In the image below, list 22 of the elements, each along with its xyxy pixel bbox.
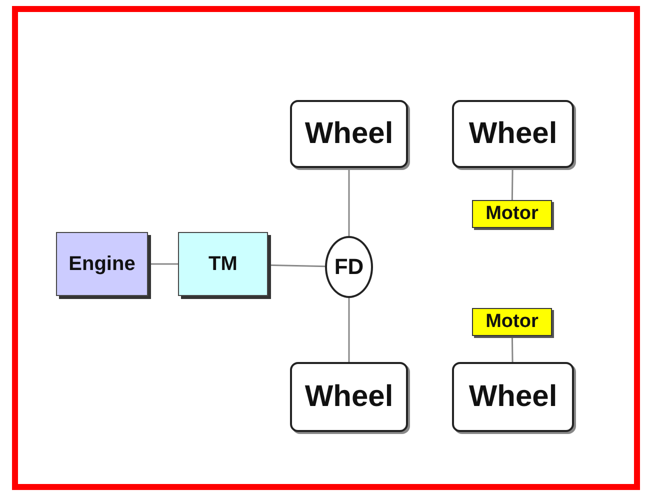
component-box <box>452 362 574 432</box>
connector-line <box>348 168 350 236</box>
component-box <box>290 100 408 168</box>
component-box <box>178 232 268 296</box>
component-box <box>290 362 408 432</box>
component-label: Wheel <box>468 380 558 414</box>
connector-line <box>348 298 350 362</box>
component-box <box>452 100 574 168</box>
component-label: FD <box>334 254 364 280</box>
component-label: Wheel <box>304 117 394 151</box>
connector-line <box>511 168 514 200</box>
component-box <box>472 200 552 228</box>
component-box <box>472 308 552 336</box>
component-label: Wheel <box>304 380 394 414</box>
component-label: Engine <box>68 252 136 276</box>
component-label: Wheel <box>468 117 558 151</box>
connector-line <box>511 336 514 362</box>
component-label: TM <box>208 252 238 276</box>
connector-line <box>148 263 178 265</box>
component-box <box>56 232 148 296</box>
component-label: Motor <box>486 311 538 333</box>
component-label: Motor <box>486 203 538 225</box>
